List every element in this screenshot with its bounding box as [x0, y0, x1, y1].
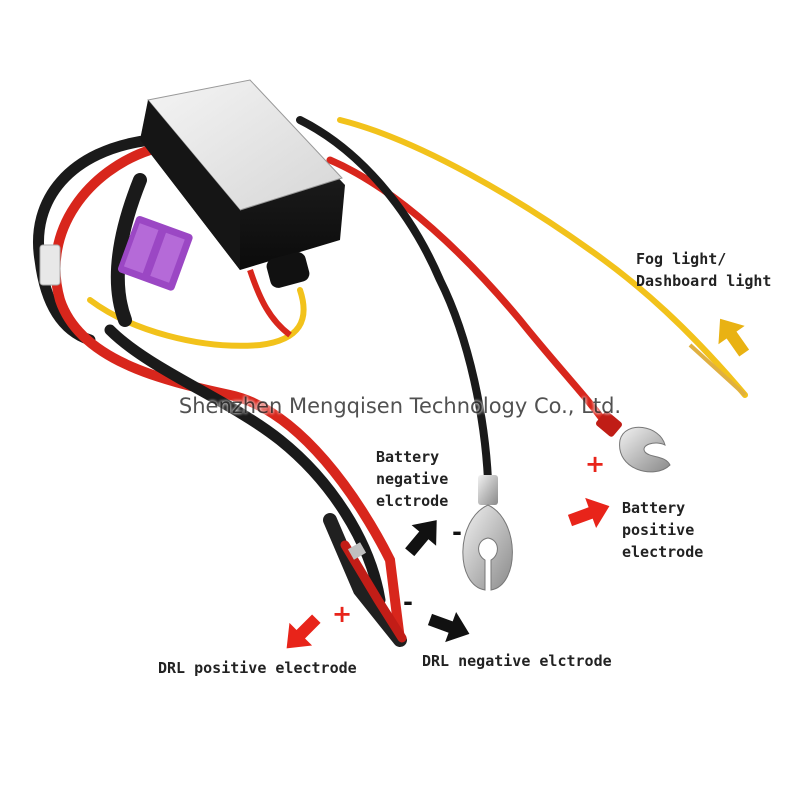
- purple-fuse: [117, 215, 193, 291]
- drl-wire-tip: [347, 542, 367, 560]
- fog-light-arrow: [718, 318, 750, 357]
- black-wire-loop: [33, 134, 156, 346]
- drl-negative-arrow: [427, 612, 470, 643]
- drl-negative-label: DRL negative elctrode: [422, 652, 612, 670]
- fog-light-label: Fog light/ Dashboard light: [636, 250, 772, 290]
- battery-negative-arrow: [405, 520, 437, 557]
- voltage-module: [140, 79, 345, 288]
- drl-cable-end: [323, 513, 407, 647]
- battery-positive-label: Battery positive electrode: [622, 499, 704, 561]
- drl-positive-arrow: [286, 614, 321, 649]
- drl-negative-sign: -: [403, 588, 413, 616]
- drl-negative-wire: [104, 324, 386, 606]
- battery-negative-label: Battery negative elctrode: [376, 448, 449, 510]
- watermark: Shenzhen Mengqisen Technology Co., Ltd.: [178, 394, 622, 418]
- yellow-wire: [337, 117, 748, 398]
- white-connector: [39, 244, 61, 286]
- drl-positive-sign: +: [332, 600, 353, 628]
- drl-positive-label: DRL positive electrode: [158, 659, 357, 677]
- battery-positive-arrow: [567, 497, 610, 528]
- red-wire-loop: [50, 145, 405, 645]
- battery-negative-sign: -: [452, 518, 462, 546]
- black-battery-wire: [296, 116, 492, 484]
- battery-positive-terminal: [596, 411, 671, 473]
- battery-positive-sign: +: [585, 450, 606, 478]
- red-battery-wire: [326, 156, 614, 434]
- battery-negative-terminal: [462, 475, 513, 591]
